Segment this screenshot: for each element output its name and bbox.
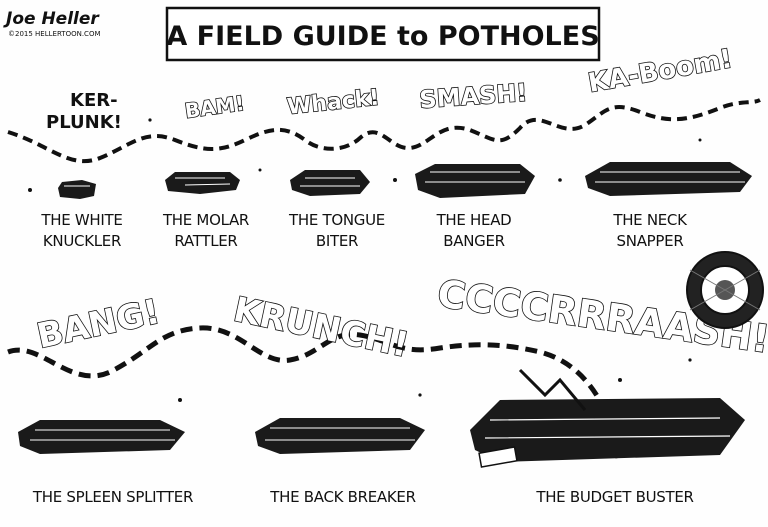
caption-spleen-splitter: THE SPLEEN SPLITTER [32,488,193,506]
pothole-back-breaker [255,418,425,454]
caption-white-knuckler-line2: KNUCKLER [43,232,121,250]
caption-tongue-biter-line2: BITER [316,232,358,250]
artist-signature: Joe Heller [3,9,100,29]
caption-head-banger-line1: THE HEAD [436,211,512,229]
title-box [165,6,601,62]
debris-specks [28,118,702,402]
pothole-molar-rattler [165,172,240,194]
sfx-smash: SMASH! [418,79,528,114]
pothole-head-banger [415,164,535,198]
car-path-row2 [7,325,621,459]
caption-neck-snapper-line1: THE NECK [612,211,688,229]
car-path-row1 [7,98,761,164]
pothole-budget-buster [470,368,745,468]
cartoon-title: A FIELD GUIDE to POTHOLES [166,21,599,52]
copyright-credit: ©2015 HELLERTOON.COM [8,30,101,38]
caption-molar-rattler-line1: THE MOLAR [162,211,249,229]
caption-head-banger-line2: BANGER [443,232,505,250]
caption-back-breaker: THE BACK BREAKER [269,488,415,506]
sfx-whack: Whack! [286,85,381,120]
sfx-bang: BANG! [34,292,164,357]
caption-tongue-biter-line1: THE TONGUE [288,211,385,229]
flying-tire-illustration [686,251,764,329]
sfx-plunk: PLUNK! [46,112,122,133]
sfx-krunch: KRUNCH! [230,290,412,366]
pothole-spleen-splitter [18,420,185,454]
sfx-kaboom: KA-Boom! [586,44,735,99]
pothole-neck-snapper [585,162,752,196]
caption-budget-buster: THE BUDGET BUSTER [535,488,693,506]
caption-molar-rattler-line2: RATTLER [174,232,237,250]
caption-white-knuckler-line1: THE WHITE [40,211,122,229]
caption-neck-snapper-line2: SNAPPER [617,232,684,250]
pothole-tongue-biter [290,170,370,196]
sfx-ker: KER- [70,90,118,111]
sfx-bam: BAM! [183,91,246,123]
pothole-white-knuckler [58,180,96,199]
